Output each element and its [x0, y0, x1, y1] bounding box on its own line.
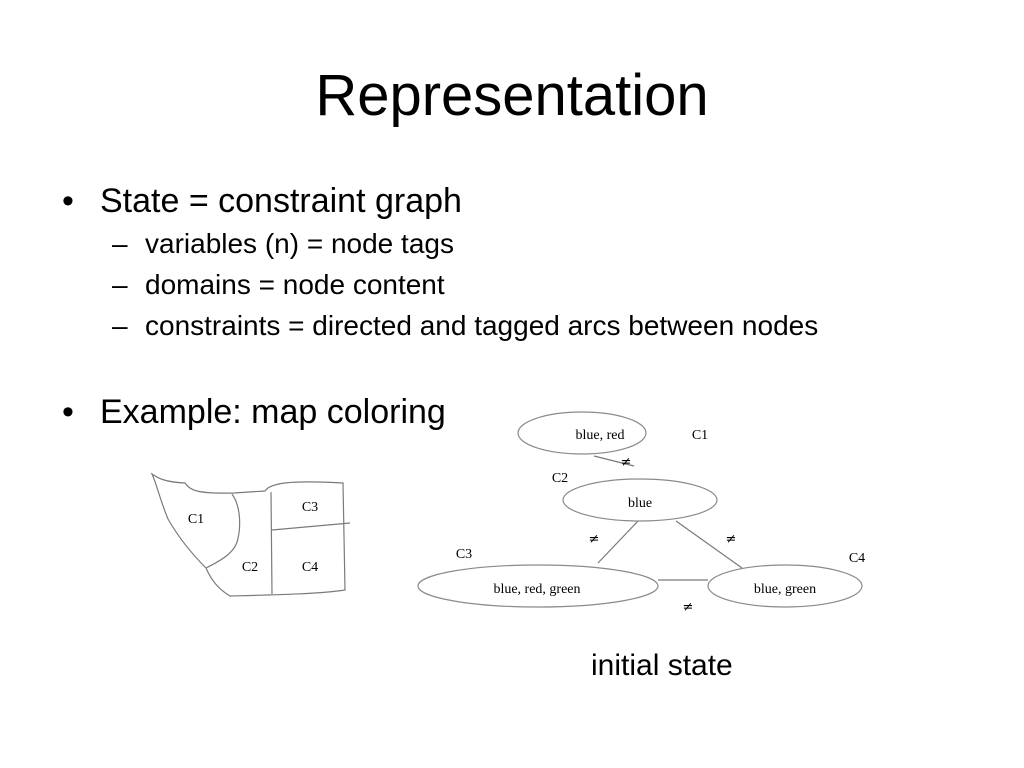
- node-c3: [417, 564, 659, 608]
- node-domain-c4: blue, green: [754, 582, 816, 597]
- map-label-c2: C2: [242, 560, 258, 575]
- bullet-text: Example: map coloring: [100, 393, 446, 431]
- map-label-c1: C1: [188, 512, 204, 527]
- node-tag-c2: C2: [552, 471, 568, 486]
- node-tag-c4: C4: [849, 551, 865, 566]
- bullet-marker: •: [62, 182, 74, 220]
- arc-c2-c3: [597, 520, 639, 564]
- node-c2: [562, 478, 718, 522]
- map-drawing: [150, 472, 351, 597]
- subitem-constraints: –constraints = directed and tagged arcs …: [112, 309, 818, 343]
- arc-label-c2-c4: ≠: [726, 532, 737, 547]
- node-c4: [707, 564, 863, 608]
- diagram-caption: initial state: [591, 649, 733, 682]
- subitem-text: domains = node content: [145, 269, 445, 300]
- subitem-text: constraints = directed and tagged arcs b…: [145, 310, 819, 341]
- map-label-c3: C3: [302, 500, 318, 515]
- constraint-graph: blue, red blue blue, red, green blue, gr…: [417, 411, 865, 615]
- arc-label-c2-c3: ≠: [589, 532, 600, 547]
- border-c1-c2: [205, 493, 241, 569]
- map-outline: [150, 472, 346, 597]
- map-label-c4: C4: [302, 560, 318, 575]
- node-c1: [517, 411, 647, 455]
- arc-label-c1-c2: ≠: [621, 455, 632, 470]
- arc-c1-c2: [593, 455, 635, 467]
- subitem-variables: –variables (n) = node tags: [112, 227, 454, 261]
- node-domain-c3: blue, red, green: [493, 582, 580, 597]
- sub-marker: –: [112, 310, 128, 341]
- border-c3-c4: [271, 522, 351, 531]
- arc-c2-c4: [675, 520, 743, 569]
- bullet-example: • Example: map coloring: [62, 392, 446, 432]
- border-c3-c4-west: [270, 491, 273, 595]
- sub-marker: –: [112, 228, 128, 259]
- node-domain-c2: blue: [628, 496, 652, 511]
- slide-title: Representation: [315, 63, 709, 128]
- subitem-domains: –domains = node content: [112, 268, 445, 302]
- node-domain-c1: blue, red: [576, 428, 625, 443]
- arc-label-c3-c4: ≠: [683, 600, 694, 615]
- sub-marker: –: [112, 269, 128, 300]
- bullet-marker: •: [62, 393, 74, 431]
- node-tag-c1: C1: [692, 428, 708, 443]
- bullet-state: • State = constraint graph: [62, 181, 462, 221]
- subitem-text: variables (n) = node tags: [145, 228, 454, 259]
- node-tag-c3: C3: [456, 547, 472, 562]
- bullet-text: State = constraint graph: [100, 182, 462, 220]
